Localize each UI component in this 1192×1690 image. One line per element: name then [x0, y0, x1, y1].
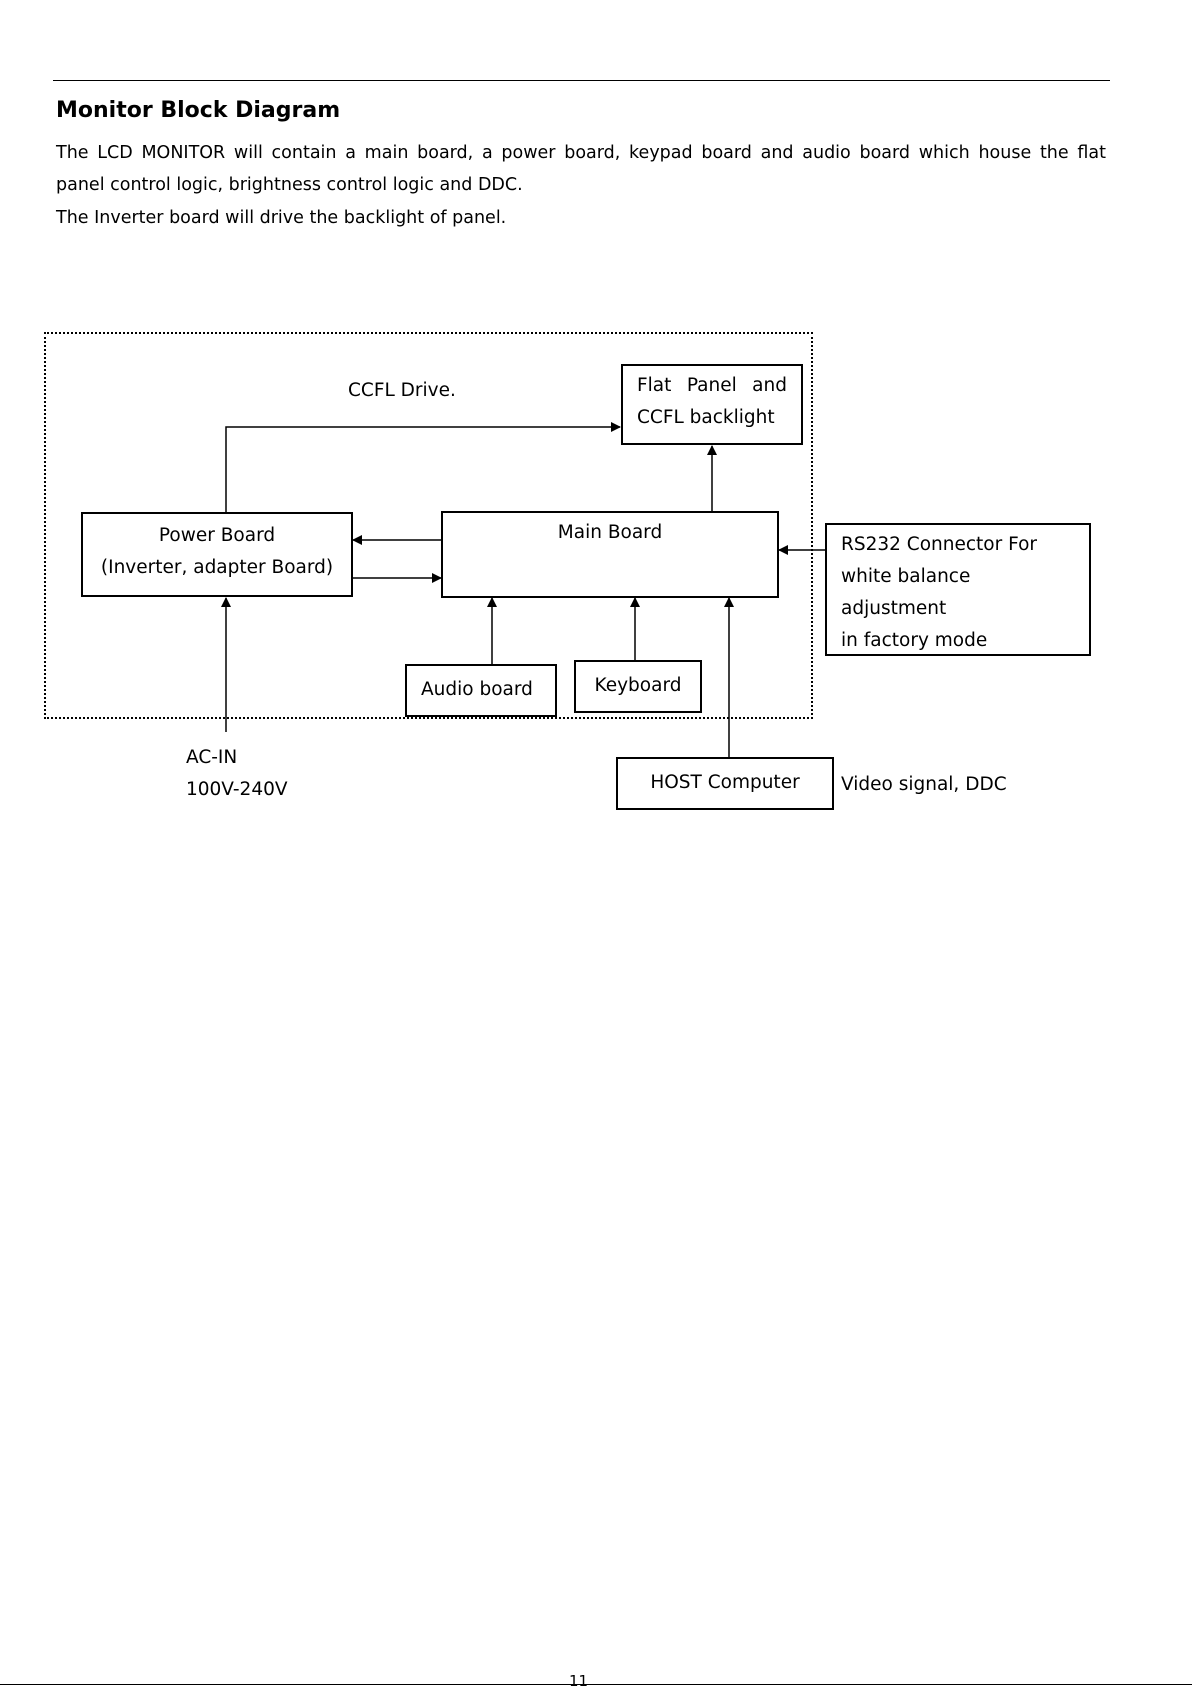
power-board-label-1: Power Board [158, 525, 276, 546]
rs232-label-2: white balance adjustment [841, 566, 971, 619]
monitor-enclosure [44, 332, 813, 719]
rs232-connector-box: RS232 Connector For white balance adjust… [825, 523, 1091, 656]
keyboard-box: Keyboard [574, 660, 702, 713]
audio-board-label: Audio board [421, 679, 533, 700]
page-title: Monitor Block Diagram [56, 98, 341, 123]
host-computer-label: HOST Computer [650, 772, 800, 793]
intro-line-1: The LCD MONITOR will contain a main boar… [56, 143, 1106, 163]
page-number: 11 [569, 1672, 589, 1690]
host-computer-box: HOST Computer [616, 757, 834, 810]
main-board-box: Main Board [441, 511, 779, 598]
top-rule [53, 80, 1110, 81]
flat-panel-label-1: Flat Panel and [637, 375, 787, 396]
keyboard-label: Keyboard [594, 675, 682, 696]
ccfl-drive-label: CCFL Drive. [348, 380, 456, 401]
ac-in-label-1: AC-IN [186, 747, 238, 768]
flat-panel-label-2: CCFL backlight [637, 407, 775, 428]
intro-line-3: The Inverter board will drive the backli… [56, 208, 507, 228]
power-board-label-2: (Inverter, adapter Board) [100, 557, 334, 578]
audio-board-box: Audio board [405, 664, 557, 717]
flat-panel-box: Flat Panel and CCFL backlight [621, 364, 803, 445]
rs232-label-1: RS232 Connector For [841, 534, 1037, 555]
ccfl-drive-wire [225, 422, 621, 512]
ac-in-label-2: 100V-240V [186, 779, 288, 800]
main-board-label: Main Board [557, 522, 663, 543]
intro-line-2: panel control logic, brightness control … [56, 175, 523, 195]
video-signal-label: Video signal, DDC [841, 774, 1007, 795]
rs232-label-3: in factory mode [841, 630, 988, 651]
power-board-box: Power Board (Inverter, adapter Board) [81, 512, 353, 597]
